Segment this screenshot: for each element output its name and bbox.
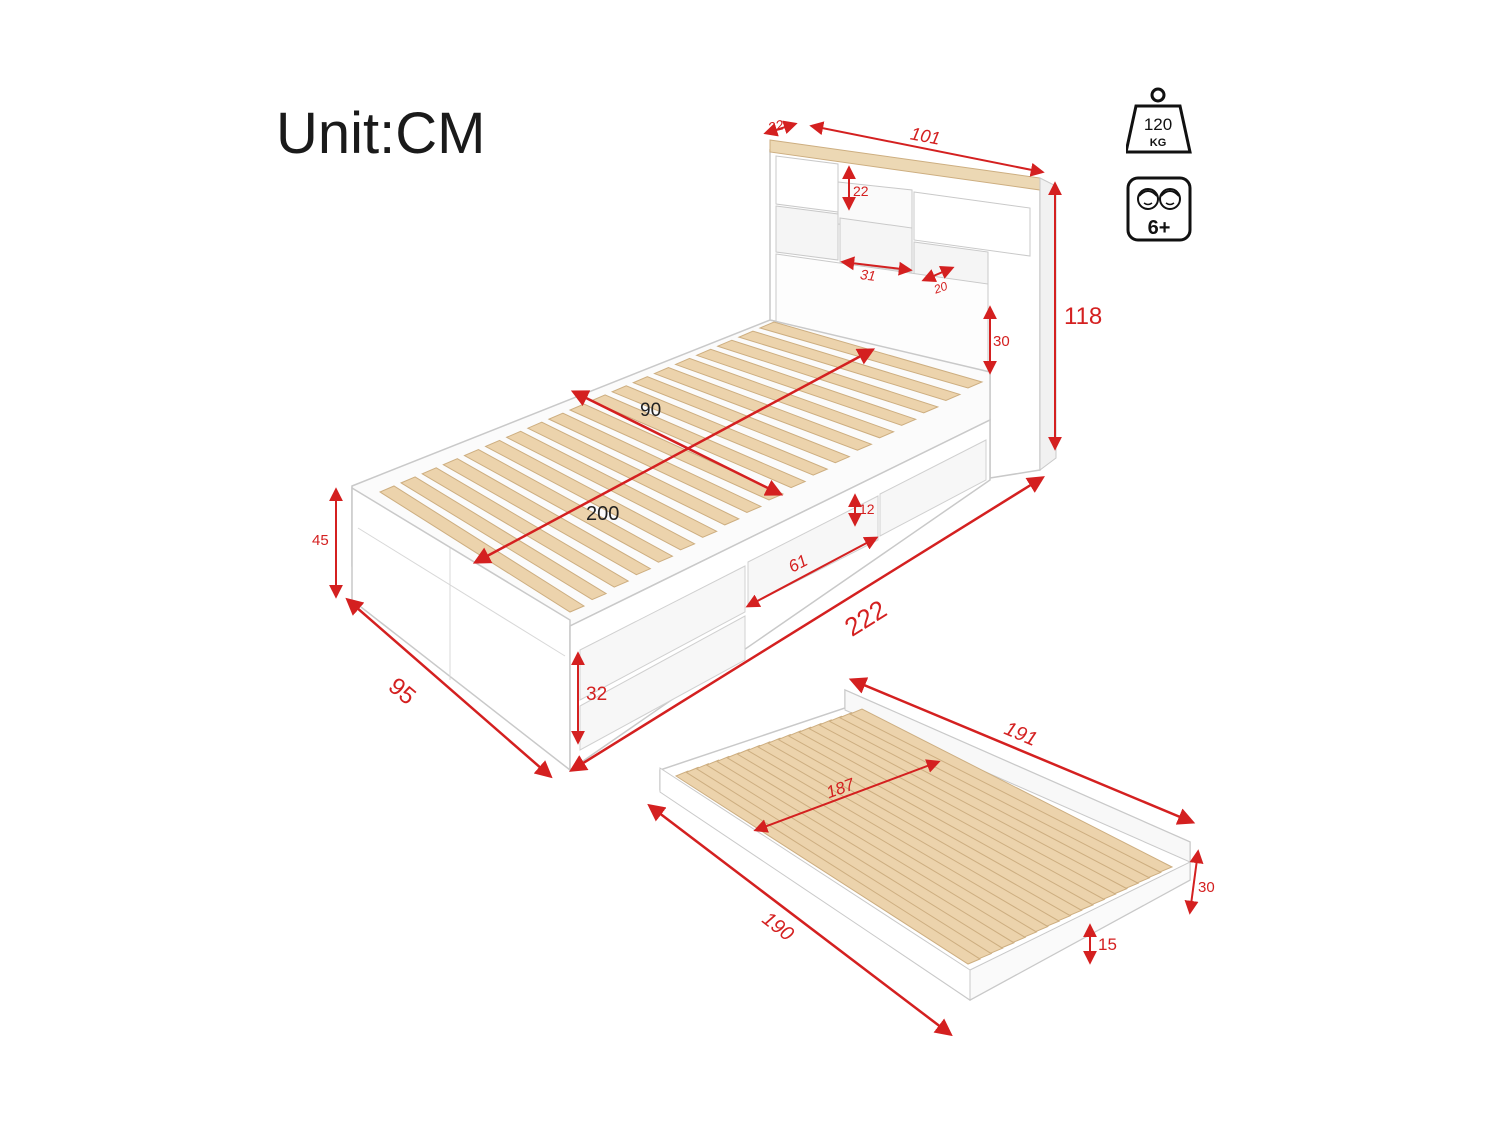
shelf-width-label: 31	[859, 266, 876, 284]
drawer-height-label: 12	[859, 501, 875, 517]
headboard-depth-label: 22	[765, 116, 785, 136]
bed-height-label: 45	[312, 532, 329, 549]
mattress-length-label: 200	[586, 503, 619, 525]
unit-title: Unit:CM	[276, 101, 486, 166]
weight-unit: KG	[1150, 137, 1167, 149]
headboard-bookcase	[769, 139, 1057, 479]
bed-width-label: 95	[383, 673, 421, 711]
weight-icon: 120 KG	[1124, 86, 1192, 154]
mattress-width-label: 90	[640, 400, 661, 421]
headboard-width-label: 101	[909, 123, 942, 148]
total-height-label: 118	[1064, 303, 1102, 330]
side-rail-height-label: 32	[586, 684, 607, 705]
shelf-depth-label: 20	[931, 279, 950, 297]
children-age-icon: 6+	[1126, 176, 1192, 242]
shelf-height-label: 22	[853, 183, 869, 199]
age-value: 6+	[1148, 217, 1171, 239]
dimension-lines	[329, 120, 1204, 1037]
headboard-above-rail-label: 30	[993, 333, 1010, 350]
trundle-height-label: 30	[1198, 879, 1215, 896]
trundle-clearance-label: 15	[1098, 935, 1117, 954]
weight-value: 120	[1144, 115, 1172, 134]
total-length-label: 222	[839, 594, 892, 642]
